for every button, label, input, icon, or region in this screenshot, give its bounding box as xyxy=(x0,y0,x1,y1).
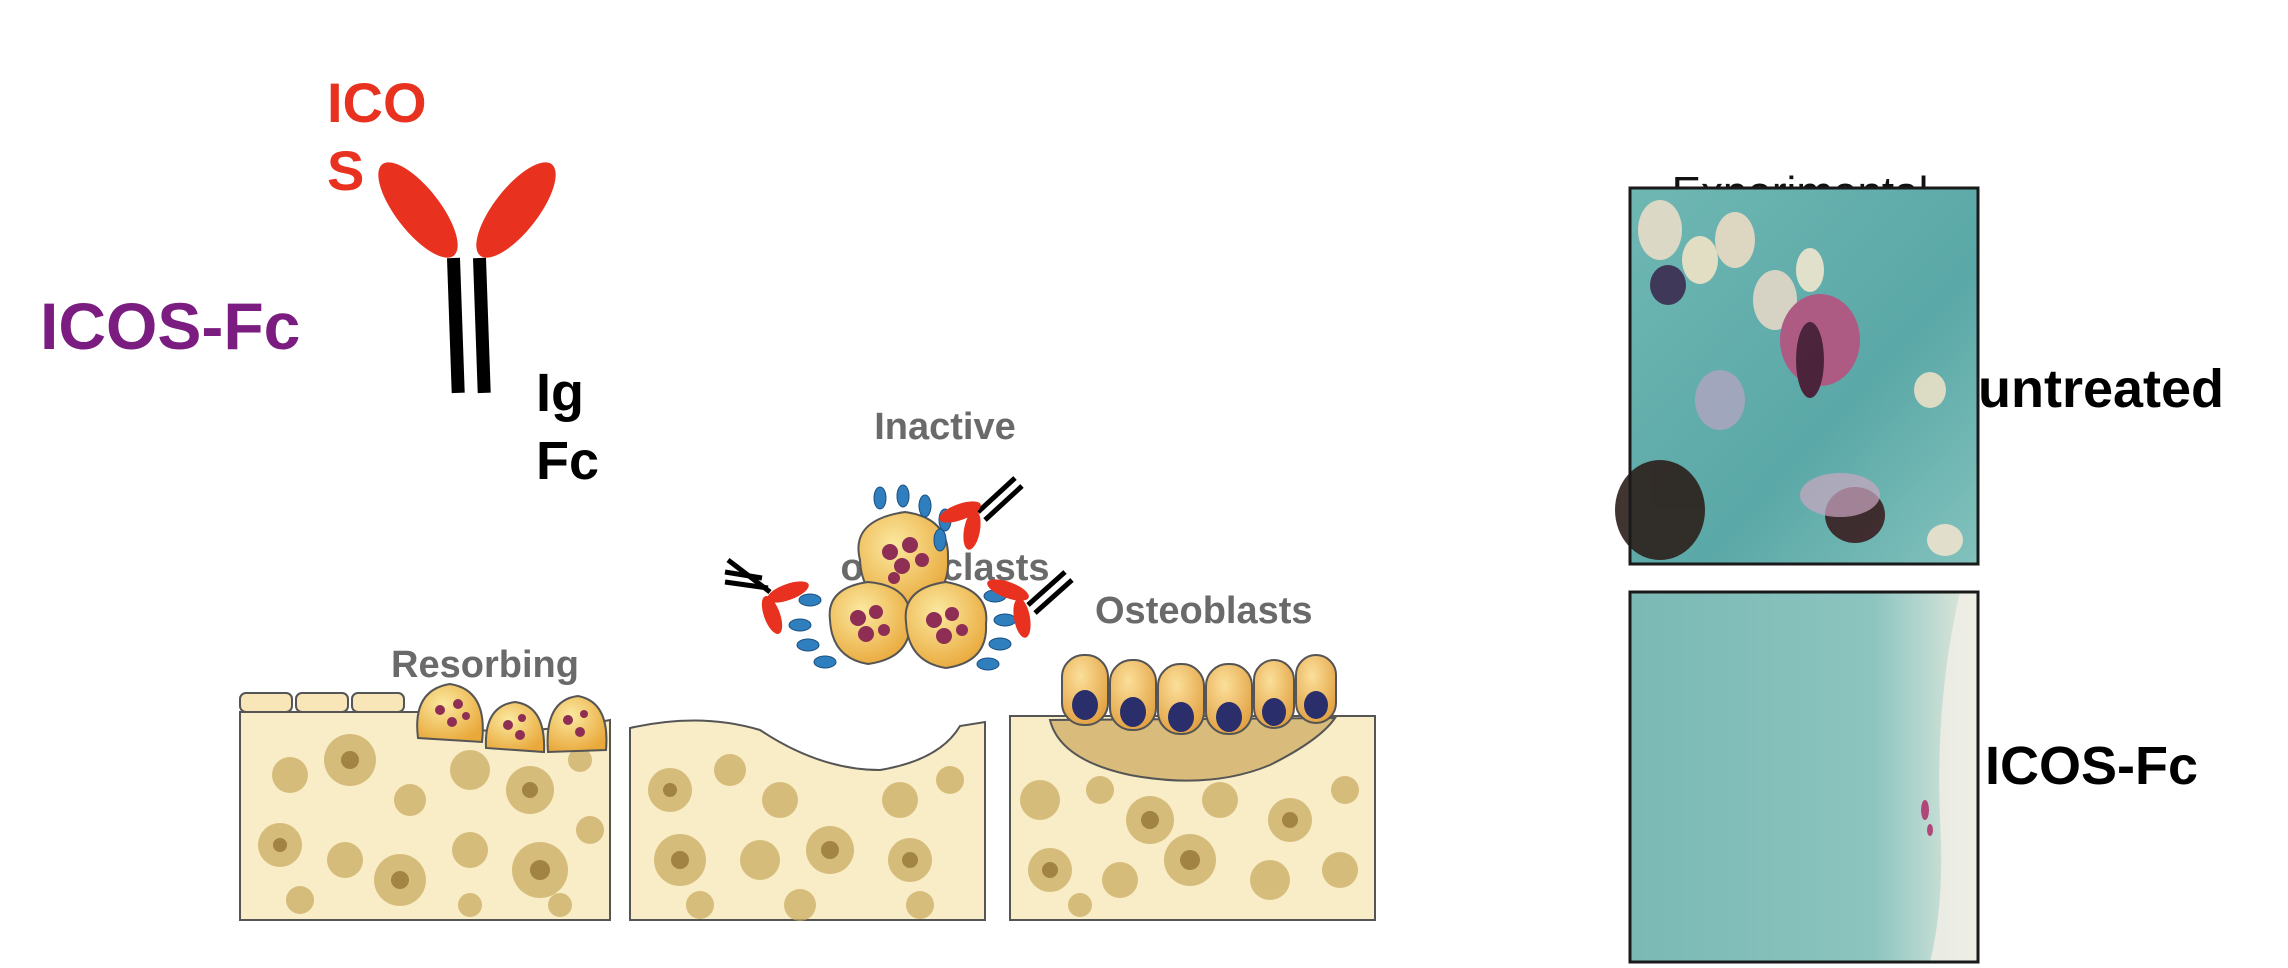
bone-matrix-2 xyxy=(629,719,986,921)
resorbing-label-line1: Resorbing xyxy=(391,644,579,686)
icos-fc-bone-edge xyxy=(1930,592,1978,962)
icos-fc-antibody-icon xyxy=(378,162,556,394)
bone-spots-1 xyxy=(258,734,604,917)
osteoblast-6 xyxy=(1295,654,1337,724)
bone-block-inactive xyxy=(629,719,986,921)
fc-stem-left xyxy=(447,257,465,394)
osteoblast-4 xyxy=(1205,663,1253,735)
ig-label: Ig xyxy=(536,363,584,423)
icos-label-bottom: S xyxy=(327,139,365,202)
inactive-osteoclast-right xyxy=(904,580,988,670)
osteoblast-2 xyxy=(1109,659,1157,731)
inactive-nuclei xyxy=(850,537,968,644)
fc-label: Fc xyxy=(536,431,600,491)
bone-spots-1-inner xyxy=(273,751,550,889)
untreated-stain-features xyxy=(1615,200,1963,560)
osteoblast-1 xyxy=(1061,654,1109,726)
icos-label-top: ICO xyxy=(327,71,427,134)
osteoid-layer xyxy=(1048,716,1337,782)
bone-block-osteoblasts xyxy=(1009,654,1376,921)
lining-cell-3 xyxy=(351,692,405,713)
bound-icos-fc-left xyxy=(724,558,809,634)
icos-fc-panel-label: ICOS-Fc xyxy=(1985,736,2199,796)
bound-icos-fc-right xyxy=(987,570,1074,638)
lining-cell-1 xyxy=(239,692,293,713)
histology-panel-untreated xyxy=(1615,186,1980,566)
bone-block-resorbing xyxy=(239,682,611,921)
icos-arm-left xyxy=(378,162,458,258)
osteoblasts-label: Osteoblasts xyxy=(1095,590,1313,632)
bone-spots-2-inner xyxy=(663,783,918,869)
fc-stem-right xyxy=(473,257,491,394)
osteoblast-5 xyxy=(1253,659,1295,729)
bone-spots-3-inner xyxy=(1042,811,1298,878)
icos-fc-title: ICOS-Fc xyxy=(40,289,301,363)
bound-icos-fc-top xyxy=(939,476,1024,550)
histology-panel-icos-fc xyxy=(1628,590,1980,964)
resorbing-osteoclast-2 xyxy=(484,700,546,754)
resorbing-osteoclast-1 xyxy=(416,682,484,744)
osteoblast-3 xyxy=(1157,663,1205,735)
inactive-osteoclast-cluster xyxy=(724,476,1074,671)
inactive-osteoclast-left xyxy=(828,580,912,666)
untreated-label: untreated xyxy=(1978,359,2225,419)
lining-cell-2 xyxy=(295,692,349,713)
resorbing-osteoclast-3 xyxy=(546,694,608,754)
osteoblast-row xyxy=(1061,654,1337,735)
icos-arm-right xyxy=(476,162,556,258)
inactive-label-line1: Inactive xyxy=(874,406,1016,448)
